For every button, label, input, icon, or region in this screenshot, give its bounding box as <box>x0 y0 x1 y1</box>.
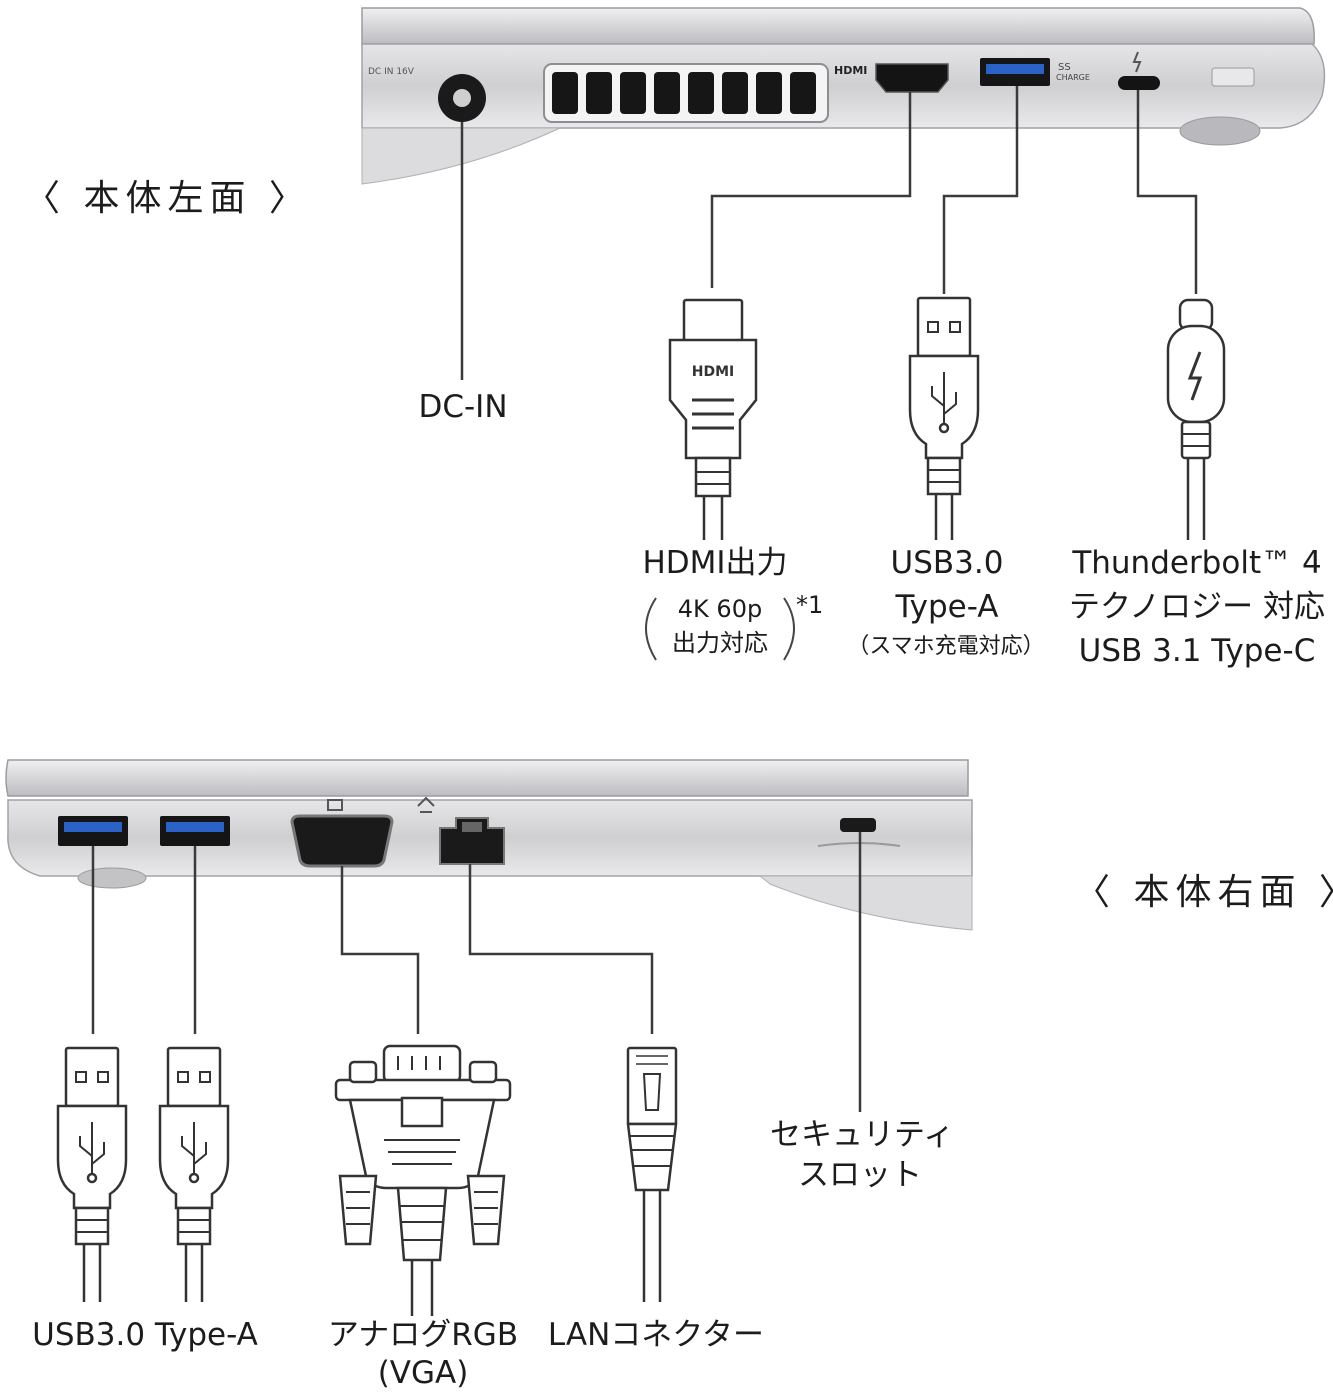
hdmi-cable-plug <box>668 298 758 540</box>
usb-port-right-2 <box>160 816 230 846</box>
vga-label-line2: (VGA) <box>377 1355 469 1391</box>
usb-left-label-line1: USB3.0 <box>890 545 1004 581</box>
hdmi-label: HDMI出力 <box>642 545 788 581</box>
vent-slot <box>552 72 578 114</box>
dc-in-chassis-marking: DC IN 16V <box>368 67 415 77</box>
vga-label-line1: アナログRGB <box>327 1317 519 1353</box>
usb-right-label: USB3.0 Type-A <box>32 1317 258 1353</box>
vent-slot <box>756 72 782 114</box>
usb-port-left <box>980 58 1050 86</box>
usb-a-cable-plug-right-2 <box>158 1046 230 1302</box>
usb-port-right-1 <box>58 816 128 846</box>
left-view-title: 〈 本体左面 〉 <box>24 178 311 219</box>
thunderbolt-label-line1: Thunderbolt™ 4 <box>1072 545 1322 581</box>
lan-label: LANコネクター <box>547 1317 765 1353</box>
vent-grille <box>543 63 829 123</box>
dc-in-port <box>438 74 486 122</box>
hinge-nub-left <box>1211 67 1255 87</box>
usb-left-note: （スマホ充電対応） <box>847 634 1045 659</box>
dc-in-label: DC-IN <box>418 389 508 425</box>
right-leader-lines <box>91 832 862 1112</box>
vent-slot <box>722 72 748 114</box>
usb-c-cable-plug <box>1166 298 1226 540</box>
security-slot-label-line2: スロット <box>798 1157 922 1193</box>
usb-left-label-line2: Type-A <box>895 589 999 625</box>
lan-port <box>417 796 505 865</box>
hdmi-footnote: *1 <box>796 591 824 619</box>
vent-slot <box>620 72 646 114</box>
security-slot-label-line1: セキュリティ <box>770 1117 955 1153</box>
vent-slot <box>790 72 816 114</box>
vent-slot <box>586 72 612 114</box>
note-open-paren <box>645 597 657 661</box>
thunderbolt-port <box>1118 51 1160 90</box>
usb-charge-chassis-marking: CHARGE <box>1056 73 1090 82</box>
lan-cable-plug <box>626 1046 678 1302</box>
usb-ss-chassis-marking: SS <box>1058 62 1071 73</box>
thunderbolt-label-line2: テクノロジー 対応 <box>1069 589 1325 625</box>
usb-a-cable-plug-left <box>908 296 980 540</box>
vga-cable-plug <box>334 1044 512 1316</box>
hdmi-chassis-marking: HDMI <box>834 64 867 77</box>
vent-slot <box>688 72 714 114</box>
hdmi-note-line2: 出力対応 <box>672 629 768 657</box>
hdmi-connector-marking: HDMI <box>692 364 734 380</box>
hdmi-port <box>875 63 949 93</box>
thunderbolt-label-line3: USB 3.1 Type-C <box>1078 633 1316 669</box>
vga-port <box>290 799 394 868</box>
left-leader-lines <box>460 86 1198 380</box>
vent-slot <box>654 72 680 114</box>
usb-a-cable-plug-right-1 <box>56 1046 128 1302</box>
right-view-title: 〈 本体右面 〉 <box>1074 872 1333 913</box>
hdmi-note-line1: 4K 60p <box>677 595 763 623</box>
left-laptop-side <box>361 7 1326 185</box>
note-close-paren <box>783 597 795 661</box>
